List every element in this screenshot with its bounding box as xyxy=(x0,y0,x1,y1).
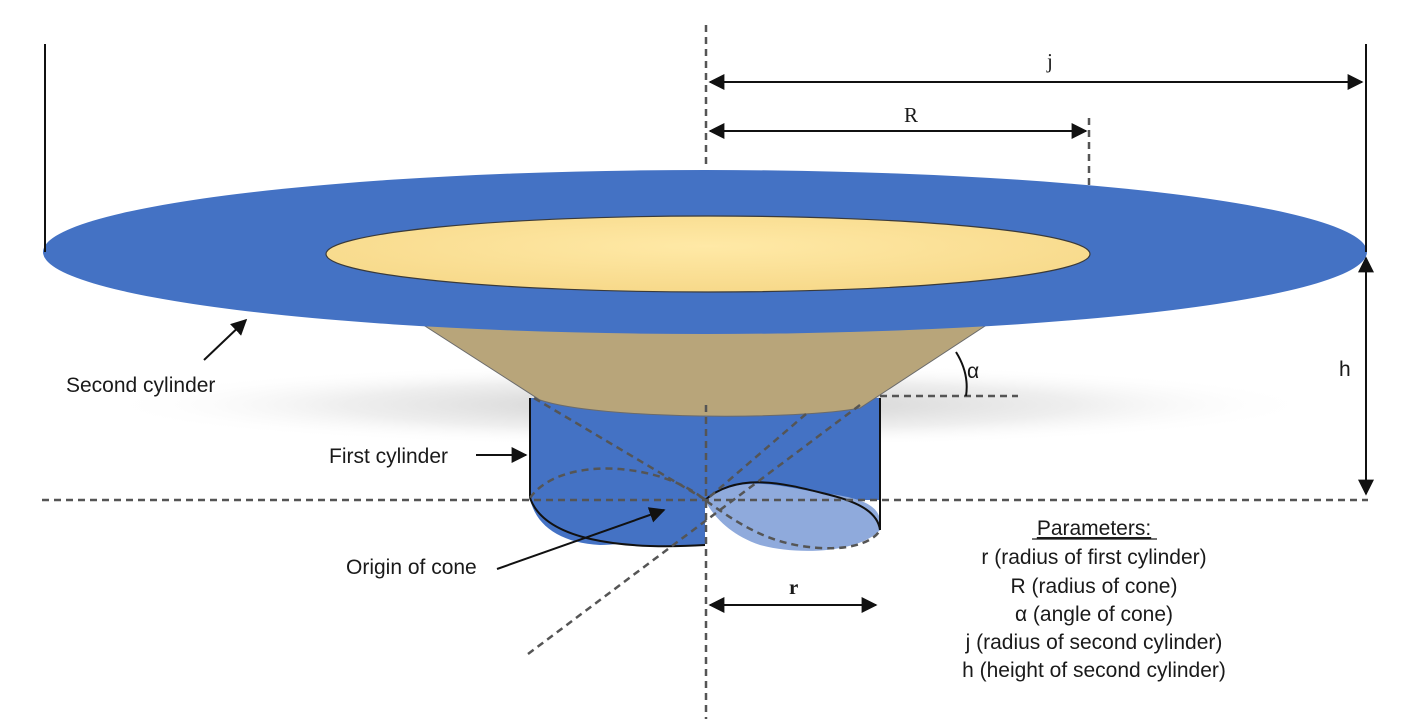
second-cylinder-callout xyxy=(203,318,248,361)
parameter-item: j (radius of second cylinder) xyxy=(965,631,1223,654)
parameter-item: h (height of second cylinder) xyxy=(962,659,1226,682)
origin-of-cone-label: Origin of cone xyxy=(346,556,477,579)
parameter-item: R (radius of cone) xyxy=(1011,575,1178,598)
cone xyxy=(423,325,987,417)
h-label: h xyxy=(1339,358,1351,381)
first-cylinder-bottom xyxy=(530,469,705,545)
parameters-legend: Parameters: r (radius of first cylinder)… xyxy=(962,517,1226,682)
cone-generator-right xyxy=(523,404,861,658)
parameters-title: Parameters: xyxy=(1037,517,1151,540)
alpha-label: α xyxy=(967,360,979,383)
origin-callout xyxy=(496,507,666,570)
cone-opening xyxy=(325,215,1091,293)
parameter-item: α (angle of cone) xyxy=(1015,603,1173,626)
j-label: j xyxy=(1046,49,1053,73)
second-cylinder-label: Second cylinder xyxy=(66,374,215,397)
parameter-item: r (radius of first cylinder) xyxy=(981,546,1206,569)
R-label: R xyxy=(904,103,918,127)
r-label: r xyxy=(789,575,798,599)
alpha-arc xyxy=(955,351,968,397)
first-cylinder-label: First cylinder xyxy=(329,445,448,468)
